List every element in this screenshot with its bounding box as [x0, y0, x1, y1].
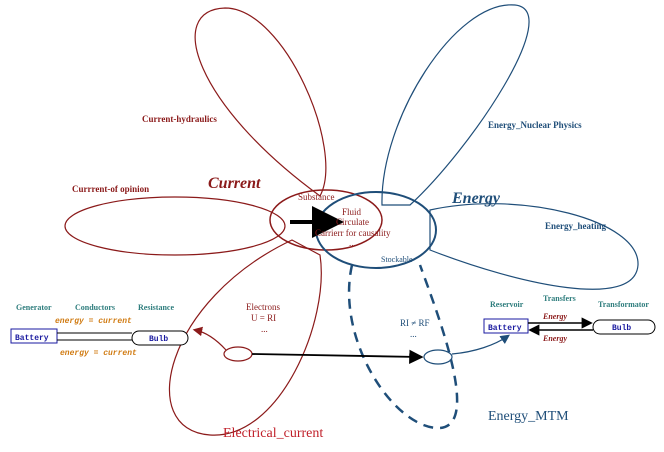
right-bulb-box — [592, 319, 656, 335]
ohm-law-label: U = RI — [251, 313, 276, 323]
mtm-node — [423, 349, 453, 365]
right-battery-box — [483, 318, 529, 334]
current-title: Current — [208, 175, 261, 192]
electrons-node — [223, 346, 253, 362]
left-bulb-label: Bulb — [149, 335, 168, 344]
fluid-label: Fluid — [342, 207, 362, 217]
energy-title: Energy — [451, 190, 501, 207]
mtm-dots: ... — [410, 329, 417, 339]
electrons-to-mtm-arrow — [251, 349, 424, 365]
right-energy-top: Energy — [542, 312, 567, 321]
current-hydraulics-petal — [194, 7, 327, 197]
reservoir-label: Reservoir — [490, 300, 524, 309]
current-hydraulics-label: Current-hydraulics — [142, 114, 217, 124]
left-bulb-box — [131, 330, 189, 346]
left-energy-eq-top: energy = current — [55, 317, 132, 326]
energy-heating-label: Energy_heating — [545, 221, 607, 231]
energy-nuclear-petal — [381, 4, 530, 206]
circulate-label: Circulate — [336, 217, 369, 227]
left-battery-box — [10, 328, 58, 344]
mtm-relation-label: RI ≠ RF — [400, 318, 429, 328]
transformator-label: Transformator — [598, 300, 649, 309]
right-battery-label: Battery — [488, 324, 522, 333]
left-battery-label: Battery — [15, 334, 49, 343]
electrical-current-petal — [168, 239, 322, 436]
transfers-label: Transfers — [543, 294, 576, 303]
energy-nuclear-label: Energy_Nuclear Physics — [488, 120, 582, 130]
mtm-to-right-circuit-arrow — [451, 334, 510, 355]
electrons-to-left-circuit-arrow — [192, 326, 227, 351]
energy-heating-petal — [429, 203, 639, 290]
resistance-label: Resistance — [138, 303, 174, 312]
carrier-label: Carrierr for causality — [315, 228, 391, 238]
generator-label: Generator — [16, 303, 52, 312]
electrons-label: Electrons — [246, 302, 280, 312]
right-energy-bottom: Energy — [542, 334, 567, 343]
electrons-dots: ... — [261, 324, 268, 334]
energy-mtm-petal — [347, 264, 459, 430]
substance-label: Substance — [298, 192, 335, 202]
right-bulb-label: Bulb — [612, 324, 631, 333]
left-energy-eq-bottom: energy = current — [60, 349, 137, 358]
stockable-label: Stockable — [381, 255, 413, 264]
conductors-label: Conductors — [75, 303, 115, 312]
center-dots: ... — [349, 238, 356, 248]
current-opinion-petal — [64, 196, 286, 256]
electrical-current-label: Electrical_current — [223, 426, 323, 441]
current-opinion-label: Currrent-of opinion — [72, 184, 149, 194]
energy-mtm-label: Energy_MTM — [488, 409, 569, 424]
